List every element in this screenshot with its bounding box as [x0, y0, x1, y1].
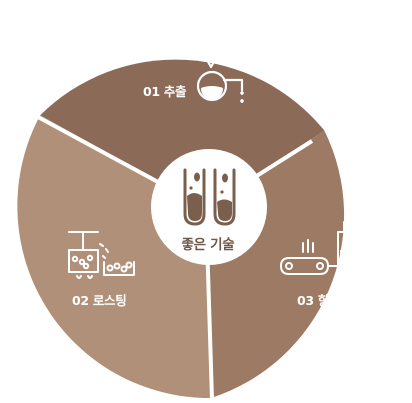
- roasting-machine-icon: [68, 231, 135, 279]
- extraction-flask-icon: [194, 45, 244, 103]
- center-title: 좋은 기술: [181, 237, 235, 253]
- segment-label-extraction: 01 추출: [143, 84, 187, 99]
- test-tubes-icon: [183, 168, 236, 226]
- center-circle: [151, 149, 267, 265]
- segment-label-aroma-recovery: 03 향 회수: [297, 293, 356, 308]
- aroma-recovery-icon: [280, 217, 359, 285]
- segment-label-roasting: 02 로스팅: [72, 293, 127, 308]
